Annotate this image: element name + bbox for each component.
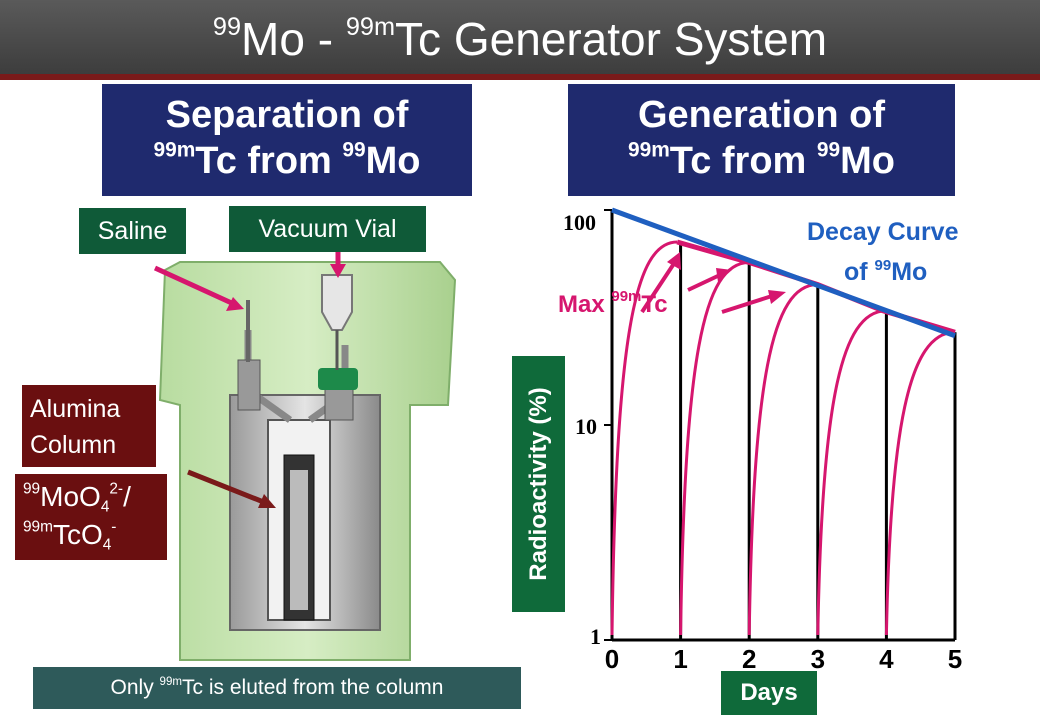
ingrowth-curve (679, 260, 750, 636)
y-tick-label: 100 (563, 210, 596, 235)
saline-label: Saline (79, 208, 186, 254)
decay-mass: 99 (875, 257, 892, 274)
vacuum-vial-shape (321, 274, 353, 331)
y-tick-labels: 1 10 100 (563, 210, 601, 649)
separation-line2: 99mTc from 99Mo (102, 138, 472, 184)
page-title: 99Mo - 99mTc Generator System (0, 0, 1040, 78)
column-arrow (187, 469, 267, 506)
formula-mass2: 99m (23, 518, 53, 536)
formula-sup2: - (111, 518, 117, 536)
y-axis-label: Radioactivity (%) (512, 356, 565, 612)
alumina-line2: Column (30, 431, 117, 459)
formula-line1: 99MoO42-/ (23, 478, 159, 516)
gen-tc: Tc from (669, 140, 817, 182)
x-tick-label: 2 (742, 644, 756, 674)
chart-ingrowth-curves (610, 240, 956, 636)
title-tc-mass: 99m (345, 12, 396, 41)
max-arrows (640, 252, 786, 314)
formula-line2: 99mTcO4- (23, 516, 159, 554)
title-bar: 99Mo - 99mTc Generator System (0, 0, 1040, 80)
generation-heading: Generation of 99mTc from 99Mo (568, 84, 955, 196)
eluted-footer: Only 99mTc is eluted from the column (33, 667, 521, 709)
max-el: Tc (641, 291, 667, 318)
max-pre: Max (558, 291, 611, 318)
gen-tc-mass: 99m (627, 138, 670, 162)
decay-label-line2: of 99Mo (844, 257, 927, 286)
formula-sub2: 4 (102, 536, 112, 554)
x-tick-label: 5 (948, 644, 962, 674)
max-arrow-3 (721, 293, 776, 314)
x-tick-label: 1 (673, 644, 687, 674)
x-axis-label: Days (721, 671, 817, 715)
max-arrowhead-3 (768, 290, 786, 304)
separation-line1: Separation of (165, 94, 409, 136)
column-arrowhead (258, 494, 276, 508)
decay-curve-line (611, 207, 956, 339)
column-core (290, 470, 308, 610)
title-tc: Tc Generator System (395, 13, 828, 65)
max-arrowhead-1 (667, 252, 681, 270)
x-tick-label: 0 (605, 644, 619, 674)
x-tick-label: 3 (811, 644, 825, 674)
ingrowth-curve (884, 330, 956, 636)
vacuum-vial-label: Vacuum Vial (229, 206, 426, 252)
generation-line1: Generation of (637, 94, 886, 136)
separation-heading: Separation of 99mTc from 99Mo (102, 84, 472, 196)
ingrowth-curve (610, 240, 678, 636)
max-arrowhead-2 (716, 268, 732, 282)
max-tc-label: Max 99mTc (558, 288, 668, 318)
x-tick-labels: 0 1 2 3 4 5 (605, 644, 962, 674)
title-mo: Mo - (241, 13, 346, 65)
formula-sub1: 4 (100, 498, 110, 516)
ingrowth-curve (747, 283, 818, 636)
sep-mo-mass: 99 (342, 138, 366, 162)
max-mass: 99m (611, 288, 641, 305)
formula-slash: / (123, 481, 131, 512)
formula-label: 99MoO42-/ 99mTcO4- (15, 474, 167, 560)
formula-part2: TcO (52, 519, 103, 550)
formula-part1: MoO (40, 481, 101, 512)
max-arrow-2 (687, 272, 723, 292)
sep-tc: Tc from (195, 140, 343, 182)
green-cap (318, 368, 358, 390)
footer-mass: 99m (159, 675, 183, 688)
decay-of: of (844, 258, 875, 286)
decay-el: Mo (891, 258, 927, 286)
x-tick-label: 4 (879, 644, 894, 674)
title-mo-mass: 99 (212, 12, 242, 41)
sep-mo: Mo (365, 140, 421, 182)
generation-line2: 99mTc from 99Mo (568, 138, 955, 184)
gen-mo: Mo (840, 140, 896, 182)
formula-sup1: 2- (109, 480, 124, 498)
y-tick-label: 10 (575, 414, 597, 439)
y-tick-label: 1 (590, 624, 601, 649)
footer-post: Tc is eluted from the column (182, 676, 444, 699)
ingrowth-curve (816, 309, 887, 636)
decay-label-line1: Decay Curve (807, 218, 959, 246)
footer-pre: Only (110, 676, 160, 699)
gen-mo-mass: 99 (816, 138, 841, 162)
sep-tc-mass: 99m (153, 138, 196, 162)
max-arrow-1 (640, 260, 677, 314)
saline-arrowhead (226, 297, 244, 311)
saline-arrow (153, 265, 238, 308)
alumina-line1: Alumina (30, 395, 121, 423)
alumina-column-label: Alumina Column (22, 385, 156, 467)
vial-arrowhead (330, 264, 346, 278)
formula-mass1: 99 (23, 480, 41, 498)
generator-shell (158, 261, 457, 661)
